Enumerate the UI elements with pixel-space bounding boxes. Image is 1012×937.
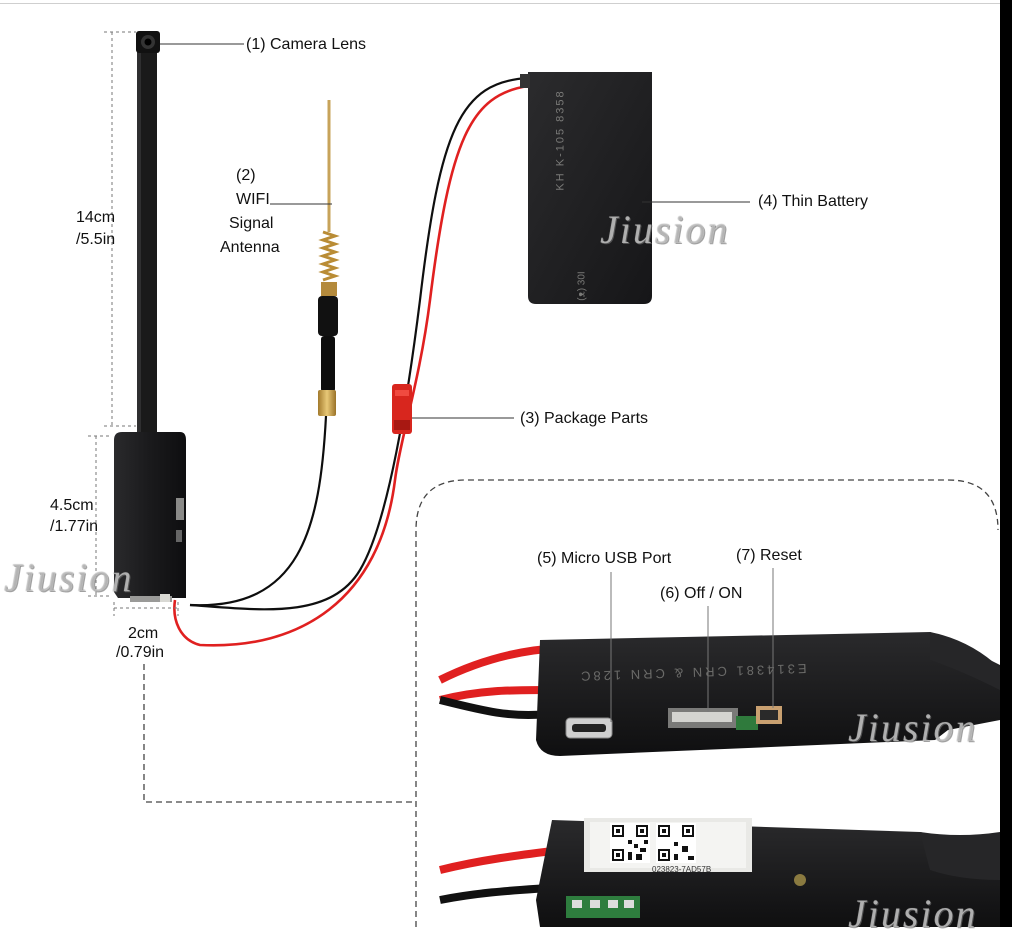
camera-cable	[137, 36, 157, 436]
battery-print-main: KH K-105 8358	[554, 89, 567, 191]
label-off-on: (6) Off / ON	[660, 585, 743, 602]
label-micro-usb-port: (5) Micro USB Port	[537, 550, 672, 567]
label-thin-battery: (4) Thin Battery	[758, 193, 868, 210]
zoom-leader-lines	[610, 568, 774, 722]
label-signal: Signal	[229, 215, 274, 232]
dimension-markers	[88, 31, 179, 616]
dim-length-in: /5.5in	[76, 231, 116, 248]
callout-path	[143, 479, 999, 927]
diagram-graphics	[88, 31, 1000, 927]
label-wifi: WIFI	[236, 191, 270, 208]
qr-code-graphic	[610, 823, 650, 863]
label-reset: (7) Reset	[736, 547, 802, 564]
label-antenna: Antenna	[220, 239, 280, 256]
label-package-parts: (3) Package Parts	[520, 410, 649, 427]
label-wifi-number: (2)	[236, 167, 256, 184]
dim-width-in: /0.79in	[116, 644, 165, 661]
label-camera-lens: (1) Camera Lens	[246, 36, 367, 53]
dim-length-cm: 14cm	[76, 209, 116, 226]
zoom-board-top	[438, 632, 1000, 756]
wifi-antenna	[318, 100, 340, 416]
watermark-module: Jiusion	[4, 555, 134, 600]
dim-module-cm: 4.5cm	[50, 497, 94, 514]
red-connector	[392, 384, 412, 434]
dim-width-cm: 2cm	[128, 625, 159, 642]
top-border-line	[0, 3, 1000, 4]
watermark-zoom-top: Jiusion	[848, 705, 978, 750]
camera-lens-graphic	[136, 31, 160, 53]
battery-print-code: (ᴥ) 30I	[576, 271, 588, 301]
wires	[173, 76, 529, 647]
camera-module	[114, 432, 186, 602]
dim-module-in: /1.77in	[50, 518, 99, 535]
watermark-zoom-bottom: Jiusion	[848, 891, 978, 936]
thin-battery	[520, 72, 652, 304]
right-black-bar	[1000, 0, 1012, 927]
leader-lines	[160, 43, 750, 419]
watermark-battery: Jiusion	[600, 207, 730, 252]
zoom-board-bottom	[439, 818, 1000, 927]
qr-label-code: 023823-7AD57B	[652, 865, 712, 874]
